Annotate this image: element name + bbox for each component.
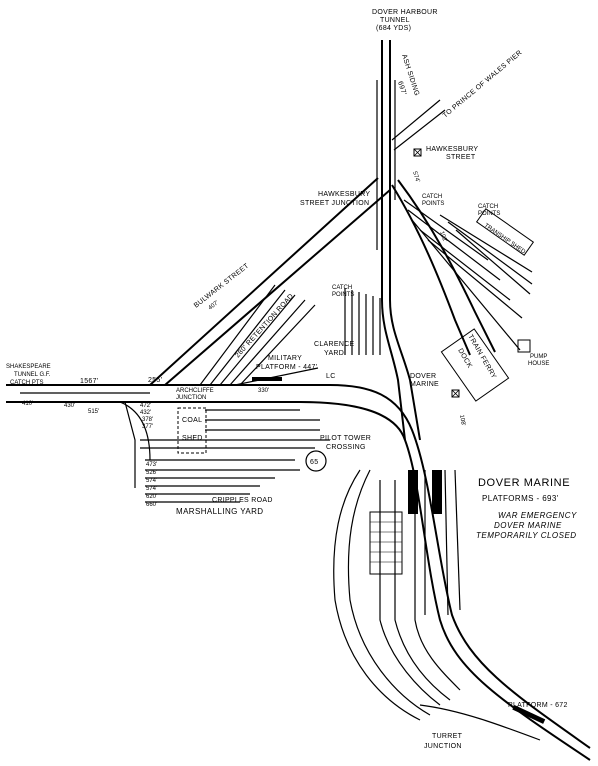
dover-marine-box-symbol [451,389,460,398]
label-dover-marine-box-2: MARINE [410,381,439,388]
label-military: MILITARY [268,355,302,362]
train-ferry-dock-box [440,328,510,402]
label-catch-points-mid: CATCH [332,285,352,291]
label-turret: TURRET [432,733,463,740]
label-dover-marine-box: DOVER [410,373,436,380]
label-dist-620: 620' [146,494,157,500]
label-harbour-tunnel-3: (684 YDS) [376,25,411,32]
label-hawkesbury-jn: HAWKESBURY [318,191,370,198]
label-platform-672: PLATFORM - 672 [508,702,568,709]
label-dist-515: 515' [88,409,99,415]
label-retention-road: 280' RETENTION ROAD [234,293,295,360]
label-lc: LC [326,373,336,380]
label-dist-102: 102' [438,231,447,244]
label-dist-574c: 574' [146,486,157,492]
label-dist-574b: 574' [146,478,157,484]
label-dist-430: 430' [64,403,75,409]
label-pump-house: PUMP [530,354,547,360]
label-archcliffe-2: JUNCTION [176,395,206,401]
label-shed: SHED [182,435,203,442]
label-cripples-road: CRIPPLES ROAD [212,497,273,504]
label-dist-697: 697' [396,80,407,96]
label-platforms: PLATFORMS - 693' [482,494,559,503]
label-prince-of-wales: TO PRINCE OF WALES PIER [442,49,524,119]
label-dist-330: 330' [258,388,269,394]
label-military-2: PLATFORM - 447' [256,364,317,371]
label-catch-points-right-2: POINTS [478,211,500,217]
label-war-emergency: WAR EMERGENCY [498,511,577,520]
label-war-emergency-2: DOVER MARINE [494,521,562,530]
label-catch-points-right: CATCH [478,204,498,210]
label-dist-660: 660' [146,502,157,508]
speed-limit-sign [305,450,327,472]
hawkesbury-street-box [413,148,422,157]
label-catch-points-mid-2: POINTS [332,292,354,298]
label-catch-points-upper-2: POINTS [422,201,444,207]
tranship-shed-box [475,208,535,256]
label-dist-407: 407' [208,300,220,312]
label-tranship-shed: TRANSHIP SHED [483,223,527,256]
label-pump-house-2: HOUSE [528,361,549,367]
label-dist-410: 410' [22,401,33,407]
track-network [6,40,591,761]
platform-672-bar [512,705,546,724]
label-shakespeare-tunnel-2: TUNNEL G.F. [14,372,51,378]
label-dist-1567: 1567' [80,378,98,385]
station-building [369,511,403,575]
label-hawkesbury-street: HAWKESBURY [426,146,478,153]
label-dover-marine: DOVER MARINE [478,477,570,489]
labels: DOVER HARBOUR TUNNEL (684 YDS) ASH SIDIN… [6,9,577,750]
pump-house-symbol [517,339,531,353]
label-dist-574: 574' [411,171,420,183]
label-turret-2: JUNCTION [424,743,462,750]
label-dist-377: 377' [142,424,153,430]
label-coal: COAL [182,417,202,424]
label-pilot-tower-2: CROSSING [326,444,366,451]
coal-shed-box [177,407,207,454]
label-harbour-tunnel-2: TUNNEL [380,17,410,24]
label-archcliffe: ARCHCLIFFE [176,388,214,394]
military-platform-bar [252,377,282,381]
label-clarence-yard: CLARENCE [314,341,355,348]
platform-block-2 [432,470,442,514]
structures [177,148,546,724]
label-catch-points-upper: CATCH [422,194,442,200]
label-shakespeare-tunnel: SHAKESPEARE [6,364,51,370]
label-marshalling-yard: MARSHALLING YARD [176,507,263,516]
label-dist-432: 432' [140,410,151,416]
label-clarence-yard-2: YARD [324,350,344,357]
label-speed-65: 65 [310,459,318,466]
label-dist-255: 255' [148,377,162,384]
label-catch-pts: CATCH PTS [10,380,44,386]
label-dist-108: 108' [458,414,466,426]
label-war-emergency-3: TEMPORARILY CLOSED [476,531,577,540]
platform-block-1 [408,470,418,514]
label-hawkesbury-street-2: STREET [446,154,476,161]
label-pilot-tower: PILOT TOWER [320,435,371,442]
label-dock: DOCK [456,348,473,370]
label-harbour-tunnel: DOVER HARBOUR [372,9,438,16]
label-dist-472: 472' [140,403,151,409]
label-dist-526: 526' [146,470,157,476]
label-hawkesbury-jn-2: STREET JUNCTION [300,200,369,207]
label-dist-473: 473' [146,462,157,468]
label-dist-378: 378' [142,417,153,423]
